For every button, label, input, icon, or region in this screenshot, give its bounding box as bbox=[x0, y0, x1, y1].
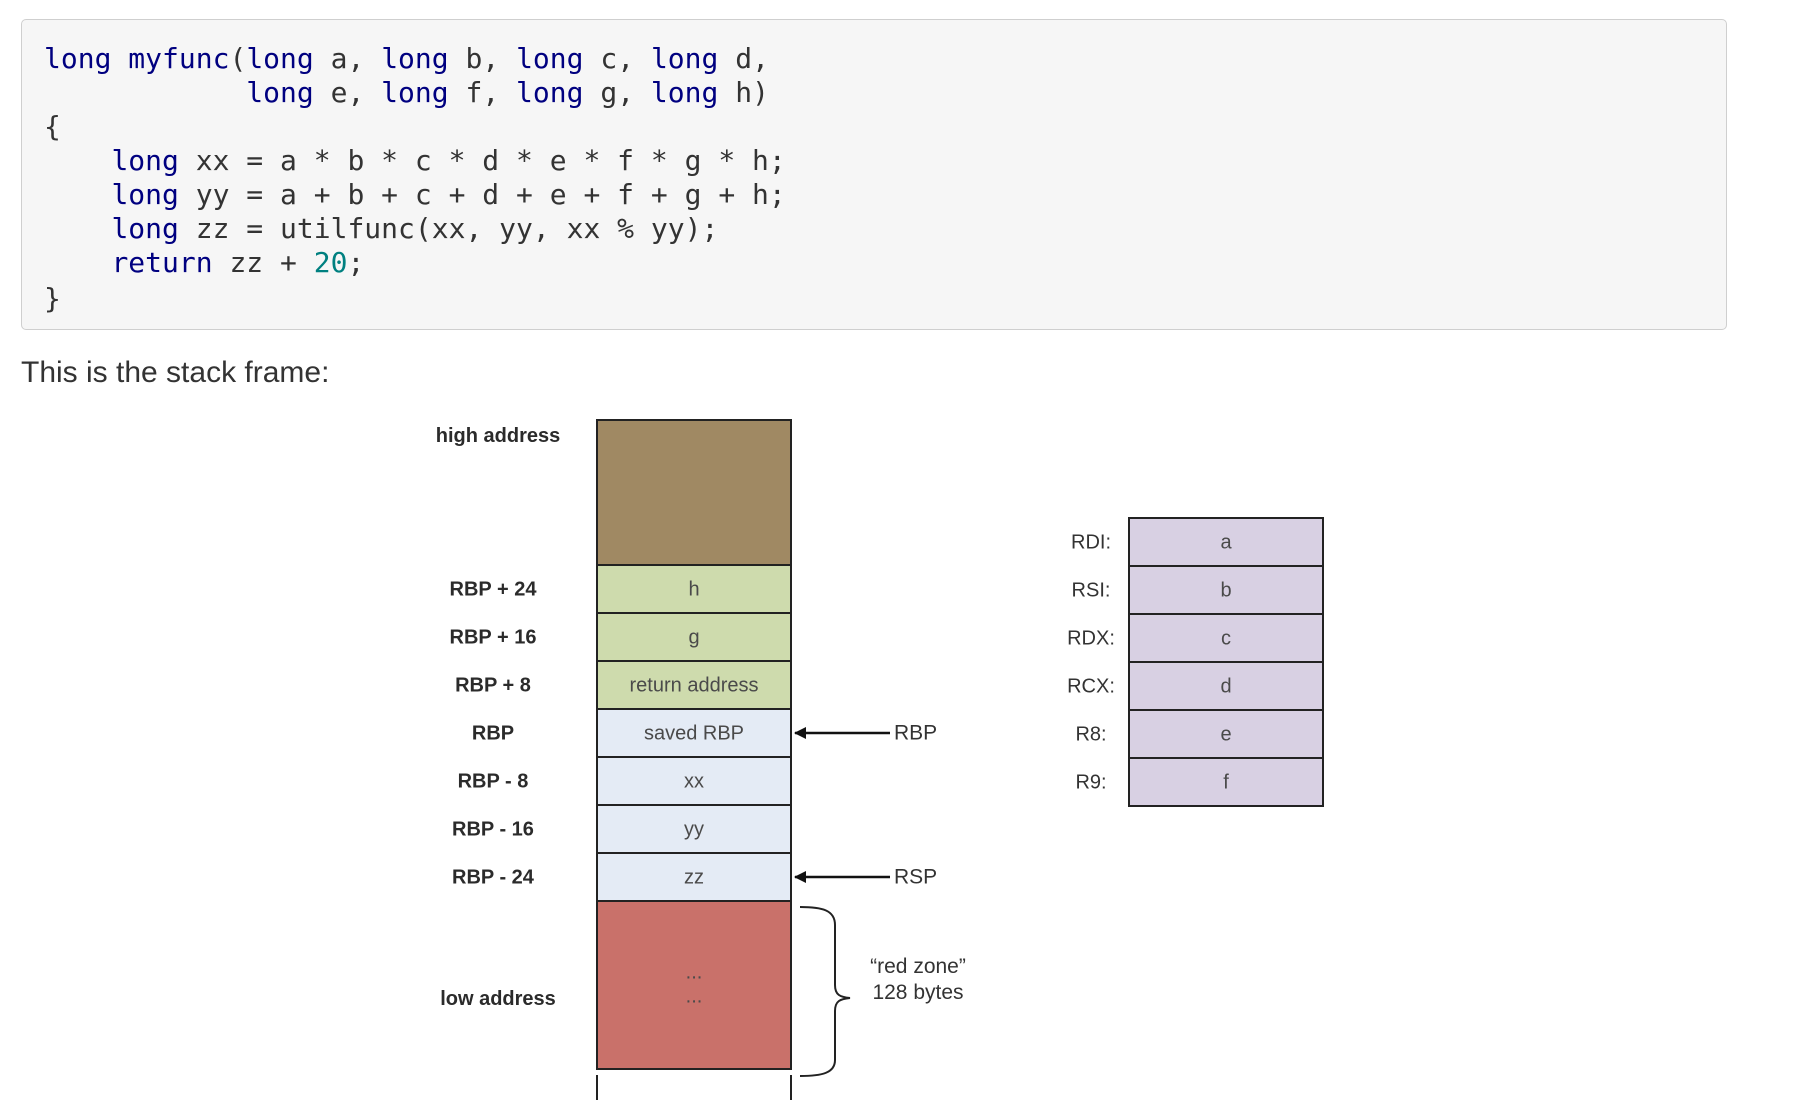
stack-cell bbox=[596, 419, 792, 566]
stack-offset-label: RBP - 24 bbox=[452, 866, 535, 888]
code-line-8: } bbox=[44, 282, 61, 316]
code-token: 20 bbox=[313, 246, 348, 279]
code-token: } bbox=[44, 282, 61, 315]
register-cell bbox=[1128, 709, 1324, 759]
stack-cell-content: g bbox=[688, 626, 699, 648]
code-token: yy = a + b + c + d + e + f + g + h; bbox=[178, 178, 786, 211]
pointer-label: RBP bbox=[894, 722, 937, 745]
pointer-arrows: RBP RSP bbox=[794, 722, 937, 889]
register-cell bbox=[1128, 661, 1324, 711]
code-token: long bbox=[516, 76, 584, 109]
code-token: b, bbox=[448, 42, 517, 75]
code-line-4: long xx = a * b * c * d * e * f * g * h; bbox=[44, 144, 786, 178]
register-value: c bbox=[1221, 627, 1231, 649]
code-token: long bbox=[111, 178, 179, 211]
red-zone-label: “red zone” bbox=[870, 955, 966, 978]
stack-cell bbox=[596, 708, 792, 758]
register-name: RSI: bbox=[1072, 579, 1111, 601]
code-token: c, bbox=[583, 42, 651, 75]
code-token: g, bbox=[583, 76, 651, 109]
register-name: RCX: bbox=[1067, 675, 1115, 697]
stack-cell bbox=[596, 660, 792, 710]
code-token: ; bbox=[347, 246, 365, 279]
register-value: d bbox=[1220, 675, 1231, 697]
code-token: { bbox=[44, 110, 61, 143]
code-line-3: { bbox=[44, 110, 61, 144]
stack-cell bbox=[596, 852, 792, 902]
register-cell bbox=[1128, 517, 1324, 567]
code-token: a, bbox=[313, 42, 382, 75]
register-name: R8: bbox=[1075, 723, 1106, 745]
code-token: d, bbox=[718, 42, 769, 75]
stack-cell bbox=[596, 564, 792, 614]
code-token: zz + bbox=[212, 246, 314, 279]
code-token: long bbox=[650, 76, 719, 109]
stack-cell bbox=[596, 804, 792, 854]
stack-offset-label: RBP + 8 bbox=[455, 674, 531, 696]
stack-cell bbox=[596, 900, 792, 1070]
register-name: R9: bbox=[1075, 771, 1106, 793]
stack-offset-label: RBP + 16 bbox=[450, 626, 537, 648]
code-token: long bbox=[111, 212, 179, 245]
code-token: long bbox=[516, 42, 584, 75]
code-token: return bbox=[111, 246, 213, 279]
stack-cell-content: saved RBP bbox=[644, 722, 744, 744]
code-line-7: return zz + 20; bbox=[44, 246, 364, 280]
code-token: xx = a * b * c * d * e * f * g * h; bbox=[178, 144, 786, 177]
register-value: e bbox=[1220, 723, 1231, 745]
stack-cell-content: ... bbox=[686, 985, 703, 1007]
register-name: RDX: bbox=[1067, 627, 1115, 649]
high-address-label: high address bbox=[436, 425, 560, 447]
red-zone-brace bbox=[799, 906, 851, 1077]
stack-cells: h g return address saved RBP xx yy zz...... bbox=[596, 419, 792, 1070]
register-name: RDI: bbox=[1071, 531, 1111, 553]
stack-cell-content: ... bbox=[686, 961, 703, 983]
stack-cell-content: zz bbox=[684, 866, 704, 888]
stack-offset-labels: RBP + 24 RBP + 16 RBP + 8 RBP RBP - 8 RBP - 1… bbox=[450, 578, 538, 888]
register-cell bbox=[1128, 565, 1324, 615]
code-token: ( bbox=[229, 42, 247, 75]
register-value: f bbox=[1223, 771, 1229, 793]
stack-offset-label: RBP bbox=[472, 722, 514, 744]
register-value: a bbox=[1220, 531, 1232, 553]
register-cell bbox=[1128, 613, 1324, 663]
stack-cell bbox=[596, 612, 792, 662]
stack-offset-label: RBP - 8 bbox=[458, 770, 529, 792]
code-token: f, bbox=[448, 76, 517, 109]
code-line-2: long e, long f, long g, long h) bbox=[44, 76, 769, 110]
stack-cell bbox=[596, 756, 792, 806]
code-token: long bbox=[381, 76, 449, 109]
stack-offset-label: RBP + 24 bbox=[450, 578, 538, 600]
register-table: a RDI: b RSI: c RDX: d RCX: e R8: f R9: bbox=[1067, 517, 1324, 807]
code-line-5: long yy = a + b + c + d + e + f + g + h; bbox=[44, 178, 786, 212]
code-line-1: long myfunc(long a, long b, long c, long… bbox=[44, 42, 769, 76]
code-token: long bbox=[246, 76, 314, 109]
low-address-label: low address bbox=[440, 988, 556, 1010]
code-block: long myfunc(long a, long b, long c, long… bbox=[21, 19, 1727, 330]
code-token: h) bbox=[718, 76, 769, 109]
code-token: myfunc bbox=[128, 42, 230, 75]
intro-text: This is the stack frame: bbox=[21, 356, 330, 389]
stack-cell-content: h bbox=[688, 578, 699, 600]
pointer-label: RSP bbox=[894, 866, 937, 889]
code-token: long bbox=[246, 42, 314, 75]
code-token: long bbox=[111, 144, 179, 177]
stack-cell-content: yy bbox=[684, 818, 704, 840]
code-token: zz = utilfunc(xx, yy, xx % yy); bbox=[178, 212, 719, 245]
code-token: long bbox=[381, 42, 449, 75]
register-cell bbox=[1128, 757, 1324, 807]
stack-offset-label: RBP - 16 bbox=[452, 818, 534, 840]
red-zone-size: 128 bytes bbox=[872, 981, 963, 1004]
code-line-6: long zz = utilfunc(xx, yy, xx % yy); bbox=[44, 212, 718, 246]
stack-cell-content: return address bbox=[630, 674, 759, 696]
code-token: long bbox=[650, 42, 719, 75]
register-value: b bbox=[1220, 579, 1231, 601]
code-token: e, bbox=[313, 76, 382, 109]
code-token: long bbox=[44, 42, 112, 75]
stack-cell-content: xx bbox=[684, 770, 704, 792]
